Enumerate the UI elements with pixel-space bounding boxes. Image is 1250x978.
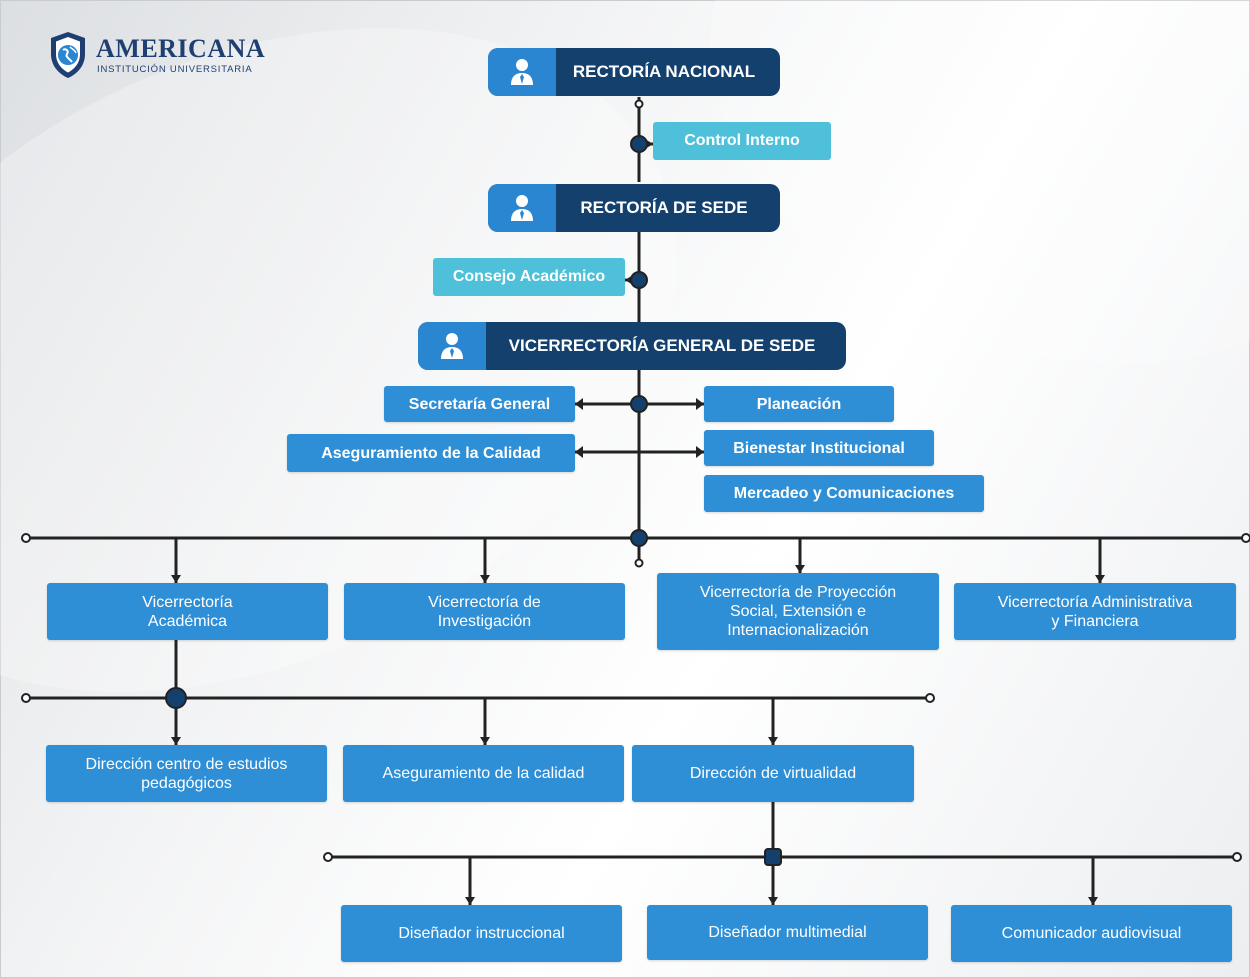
node-line: Investigación [437,612,532,630]
node-line: Social, Extensión e [729,603,867,620]
node-line: Vicerrectoría [142,593,233,611]
vicerrectoria-administrativa-node: Vicerrectoría Administrativa y Financier… [954,583,1236,640]
person-icon [511,195,533,221]
rectoria-nacional-node: RECTORÍA NACIONAL [488,48,780,96]
aseguramiento-calidad-unit-node: Aseguramiento de la calidad [343,745,624,802]
vicerrectoria-general-label: VICERRECTORÍA GENERAL DE SEDE [508,336,816,355]
disenador-multimedial-node: Diseñador multimedial [647,905,928,960]
logo-title: AMERICANA [96,34,266,63]
bienestar-institucional-node: Bienestar Institucional [704,430,934,466]
user-icon-box [488,48,556,96]
shield-globe-icon [51,32,85,78]
node-line: Internacionalización [727,622,869,639]
planeacion-node: Planeación [704,386,894,422]
node-line: Dirección centro de estudios [85,755,288,773]
disenador-instruccional-node: Diseñador instruccional [341,905,622,962]
person-icon [511,59,533,85]
vicerrectoria-investigacion-node: Vicerrectoría de Investigación [344,583,625,640]
comunicador-audiovisual-node: Comunicador audiovisual [951,905,1232,962]
direccion-virtualidad-node: Dirección de virtualidad [632,745,914,802]
aseguramiento-calidad-node: Aseguramiento de la Calidad [287,434,575,472]
logo-subtitle: INSTITUCIÓN UNIVERSITARIA [97,64,253,75]
consejo-academico-node: Consejo Académico [433,258,625,296]
node-line: pedagógicos [141,774,232,792]
vicerrectoria-general-node: VICERRECTORÍA GENERAL DE SEDE [418,322,846,370]
mercadeo-comunicaciones-node: Mercadeo y Comunicaciones [704,475,984,512]
logo: AMERICANA INSTITUCIÓN UNIVERSITARIA [48,30,278,82]
vicerrectoria-academica-node: Vicerrectoría Académica [47,583,328,640]
rectoria-nacional-label: RECTORÍA NACIONAL [572,62,756,81]
person-icon [441,333,463,359]
control-interno-node: Control Interno [653,122,831,160]
node-line: Vicerrectoría de [428,593,541,611]
secretaria-general-node: Secretaría General [384,386,575,422]
user-icon-box [488,184,556,232]
node-line: Vicerrectoría de Proyección [699,584,897,601]
rectoria-sede-label: RECTORÍA DE SEDE [580,198,748,217]
user-icon-box [418,322,486,370]
node-line: Académica [147,612,228,630]
node-line: Vicerrectoría Administrativa [997,593,1193,611]
node-line: y Financiera [1051,612,1139,630]
centro-estudios-node: Dirección centro de estudios pedagógicos [46,745,327,802]
vicerrectoria-proyeccion-node: Vicerrectoría de Proyección Social, Exte… [657,573,939,650]
rectoria-sede-node: RECTORÍA DE SEDE [488,184,780,232]
